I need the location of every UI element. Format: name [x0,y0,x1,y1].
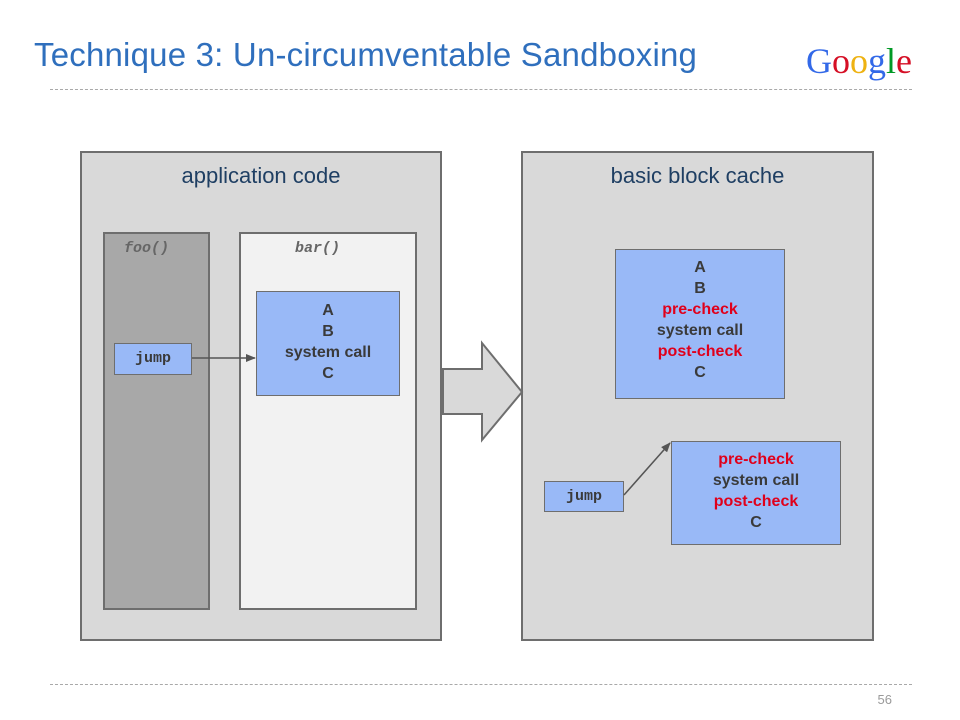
cache-line-b: B [694,280,706,297]
logo-letter: e [896,41,912,81]
block-line-b: B [322,323,334,340]
cache2-line-c: C [750,514,762,531]
logo-letter: g [868,41,886,81]
cache2-line-pre-check: pre-check [718,451,794,468]
cache-line-system-call: system call [656,322,744,339]
block-line-a: A [322,302,334,319]
top-divider [50,89,912,90]
basic-block-cache-title: basic block cache [610,163,785,188]
cache2-line-system-call: system call [712,472,800,489]
logo-letter: o [850,41,868,81]
cache2-line-post-check: post-check [713,493,799,510]
foo-label: foo() [124,240,170,257]
bar-label: bar() [295,240,341,257]
slide-title: Technique 3: Un-circumventable Sandboxin… [34,36,698,73]
page-number: 56 [877,692,892,707]
cache-block-top: A B pre-check system call post-check C [615,249,785,399]
block-line-c: C [322,365,334,382]
block-line-system-call: system call [284,344,372,361]
cache-line-post-check: post-check [657,343,743,360]
cache-line-a: A [694,259,706,276]
cache-line-c: C [694,364,706,381]
cache-block-bottom: pre-check system call post-check C [671,441,841,545]
bottom-divider [50,684,912,685]
jump-arrow-right [623,442,671,496]
jump-block-cache: jump [544,481,624,512]
google-logo: Google [806,40,912,82]
logo-letter: l [886,41,897,81]
foo-column [103,232,210,610]
cache-line-pre-check: pre-check [662,301,738,318]
jump-block-foo: jump [114,343,192,375]
transform-arrow [442,340,524,443]
logo-letter: o [832,41,850,81]
bar-code-block: A B system call C [256,291,400,396]
application-code-title: application code [181,163,341,188]
logo-letter: G [806,41,832,81]
